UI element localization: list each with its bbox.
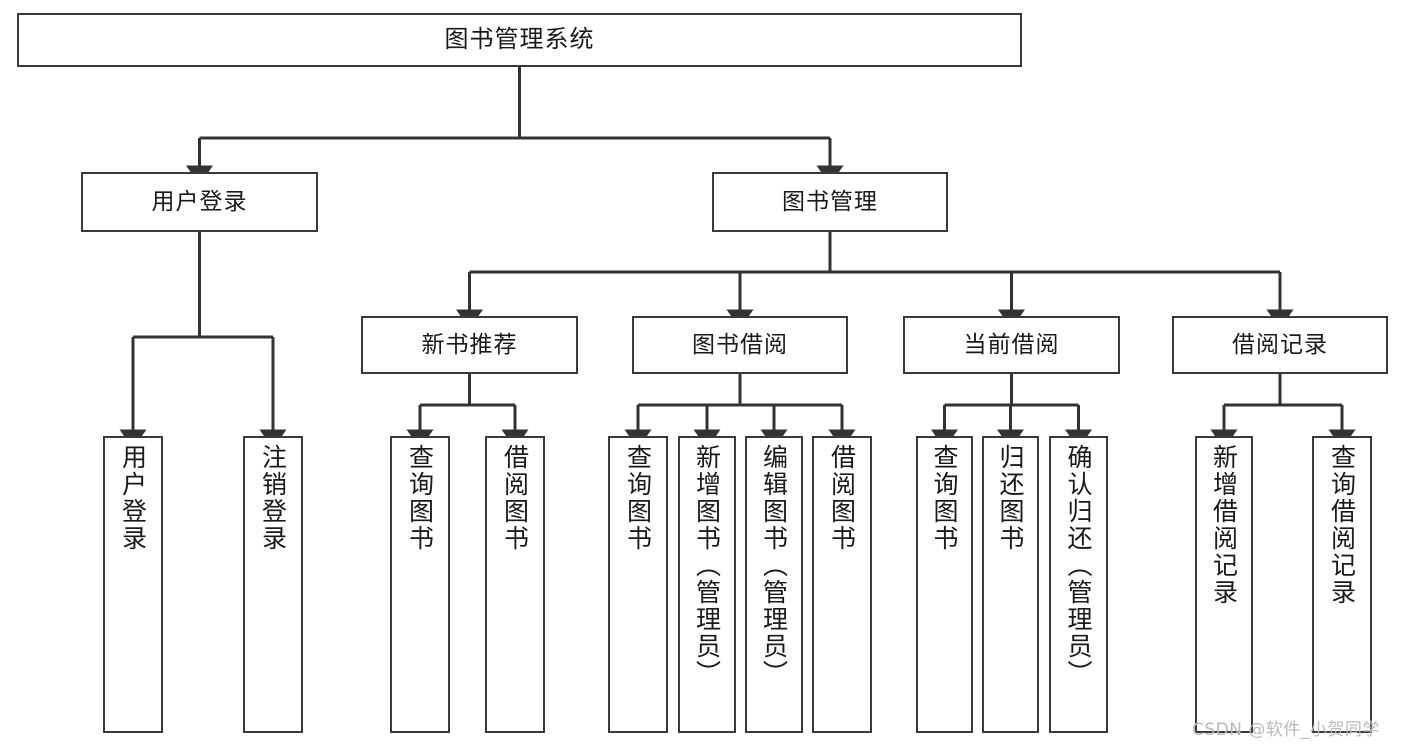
node-leaf-query-book[interactable]: 查询图书 [608, 436, 668, 733]
node-leaf-add-book[interactable]: 新增图书（管理员） [678, 436, 736, 733]
node-leaf-borrow-book-rec[interactable]: 借阅图书 [485, 436, 545, 733]
node-label: 图书管理系统 [444, 25, 595, 54]
node-label: 用户登录 [151, 188, 248, 215]
node-label: 图书管理 [782, 188, 878, 215]
node-leaf-query-book-cur[interactable]: 查询图书 [916, 436, 973, 733]
node-label: 当前借阅 [963, 331, 1060, 358]
node-new-book-rec[interactable]: 新书推荐 [361, 316, 578, 374]
watermark-label: CSDN @软件_小贺同学 [1192, 720, 1380, 740]
node-leaf-confirm-return[interactable]: 确认归还（管理员） [1049, 436, 1108, 733]
node-leaf-query-record[interactable]: 查询借阅记录 [1312, 436, 1372, 733]
node-leaf-query-book-rec[interactable]: 查询图书 [390, 436, 450, 733]
node-leaf-add-record[interactable]: 新增借阅记录 [1195, 436, 1253, 733]
node-label: 确认归还（管理员） [1064, 444, 1093, 687]
node-book-borrow[interactable]: 图书借阅 [632, 316, 848, 374]
node-label: 用户登录 [118, 444, 148, 552]
node-leaf-user-logout[interactable]: 注销登录 [243, 436, 303, 733]
node-root[interactable]: 图书管理系统 [17, 13, 1022, 67]
node-label: 查询借阅记录 [1327, 444, 1357, 606]
node-user-login[interactable]: 用户登录 [81, 172, 318, 232]
node-label: 新书推荐 [421, 331, 518, 358]
node-label: 归还图书 [996, 444, 1025, 552]
node-label: 新增借阅记录 [1209, 444, 1239, 606]
node-label: 图书借阅 [692, 331, 788, 358]
node-label: 查询图书 [405, 444, 435, 552]
node-label: 注销登录 [258, 444, 288, 552]
node-leaf-borrow-book[interactable]: 借阅图书 [812, 436, 872, 733]
node-leaf-edit-book[interactable]: 编辑图书（管理员） [745, 436, 803, 733]
node-borrow-record[interactable]: 借阅记录 [1172, 316, 1388, 374]
node-current-borrow[interactable]: 当前借阅 [903, 316, 1120, 374]
node-label: 查询图书 [930, 444, 959, 552]
node-label: 查询图书 [623, 444, 653, 552]
node-label: 借阅图书 [827, 444, 857, 552]
node-leaf-return-book[interactable]: 归还图书 [982, 436, 1039, 733]
connector-group [119, 67, 1356, 449]
node-leaf-user-login[interactable]: 用户登录 [103, 436, 163, 733]
node-label: 编辑图书（管理员） [759, 444, 789, 687]
node-label: 借阅记录 [1232, 331, 1328, 358]
node-book-manage[interactable]: 图书管理 [712, 172, 948, 232]
node-label: 新增图书（管理员） [692, 444, 722, 687]
node-label: 借阅图书 [500, 444, 530, 552]
